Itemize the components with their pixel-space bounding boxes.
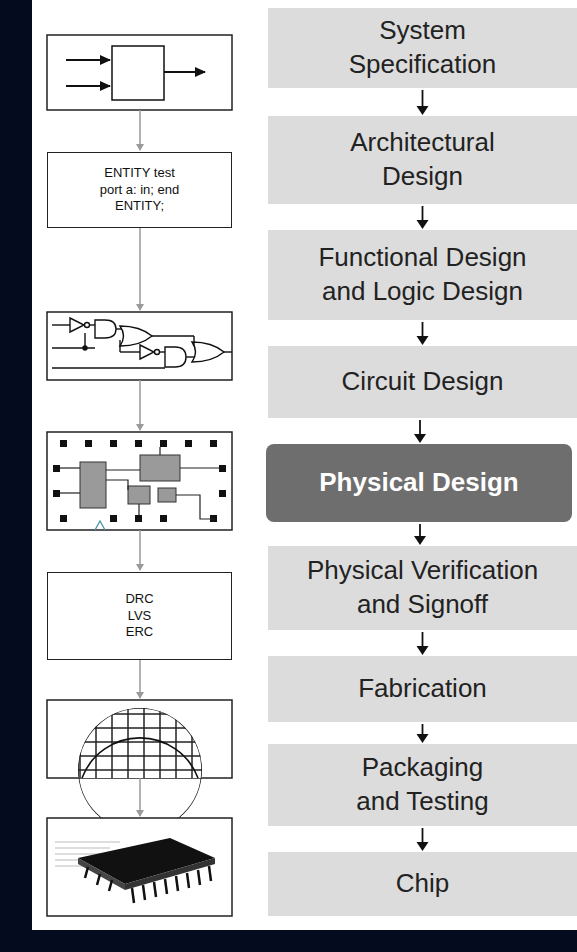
block-icon — [47, 35, 232, 110]
flow-arrow — [414, 524, 426, 545]
node-label: Packaging and Testing — [348, 751, 498, 819]
node-label: Architectural Design — [333, 126, 513, 194]
flow-arrow — [417, 724, 429, 743]
node-label: DRC LVS ERC — [120, 591, 160, 642]
node-label: Physical Design — [319, 466, 518, 500]
process-step: Fabrication — [268, 656, 577, 722]
chip-icon — [47, 818, 232, 916]
node-label: System Specification — [333, 14, 513, 82]
node-label: ENTITY test port a: in; end ENTITY; — [99, 165, 181, 216]
process-step: Chip — [268, 852, 577, 916]
highlighted-step: Physical Design — [266, 444, 572, 522]
wafer-icon — [47, 700, 232, 832]
flow-arrow — [417, 90, 429, 115]
node-label: Chip — [396, 867, 449, 901]
process-step: Architectural Design — [268, 116, 577, 204]
process-step: Physical Verification and Signoff — [268, 546, 577, 630]
checks-box: DRC LVS ERC — [47, 572, 232, 660]
process-step: Circuit Design — [268, 346, 577, 418]
logic-gates-icon — [47, 312, 232, 380]
node-label: Functional Design and Logic Design — [307, 241, 539, 309]
process-step: System Specification — [268, 8, 577, 88]
flow-arrow — [417, 322, 429, 345]
process-step: Packaging and Testing — [268, 744, 577, 826]
node-label: Physical Verification and Signoff — [294, 554, 552, 622]
node-label: Fabrication — [358, 672, 487, 706]
node-label: Circuit Design — [342, 365, 504, 399]
layout-icon — [47, 432, 232, 530]
flow-arrow — [417, 828, 429, 851]
flow-arrow — [417, 206, 429, 229]
flow-arrow — [414, 420, 426, 443]
code-box: ENTITY test port a: in; end ENTITY; — [47, 152, 232, 228]
flow-arrow — [417, 632, 429, 655]
process-step: Functional Design and Logic Design — [268, 230, 577, 320]
